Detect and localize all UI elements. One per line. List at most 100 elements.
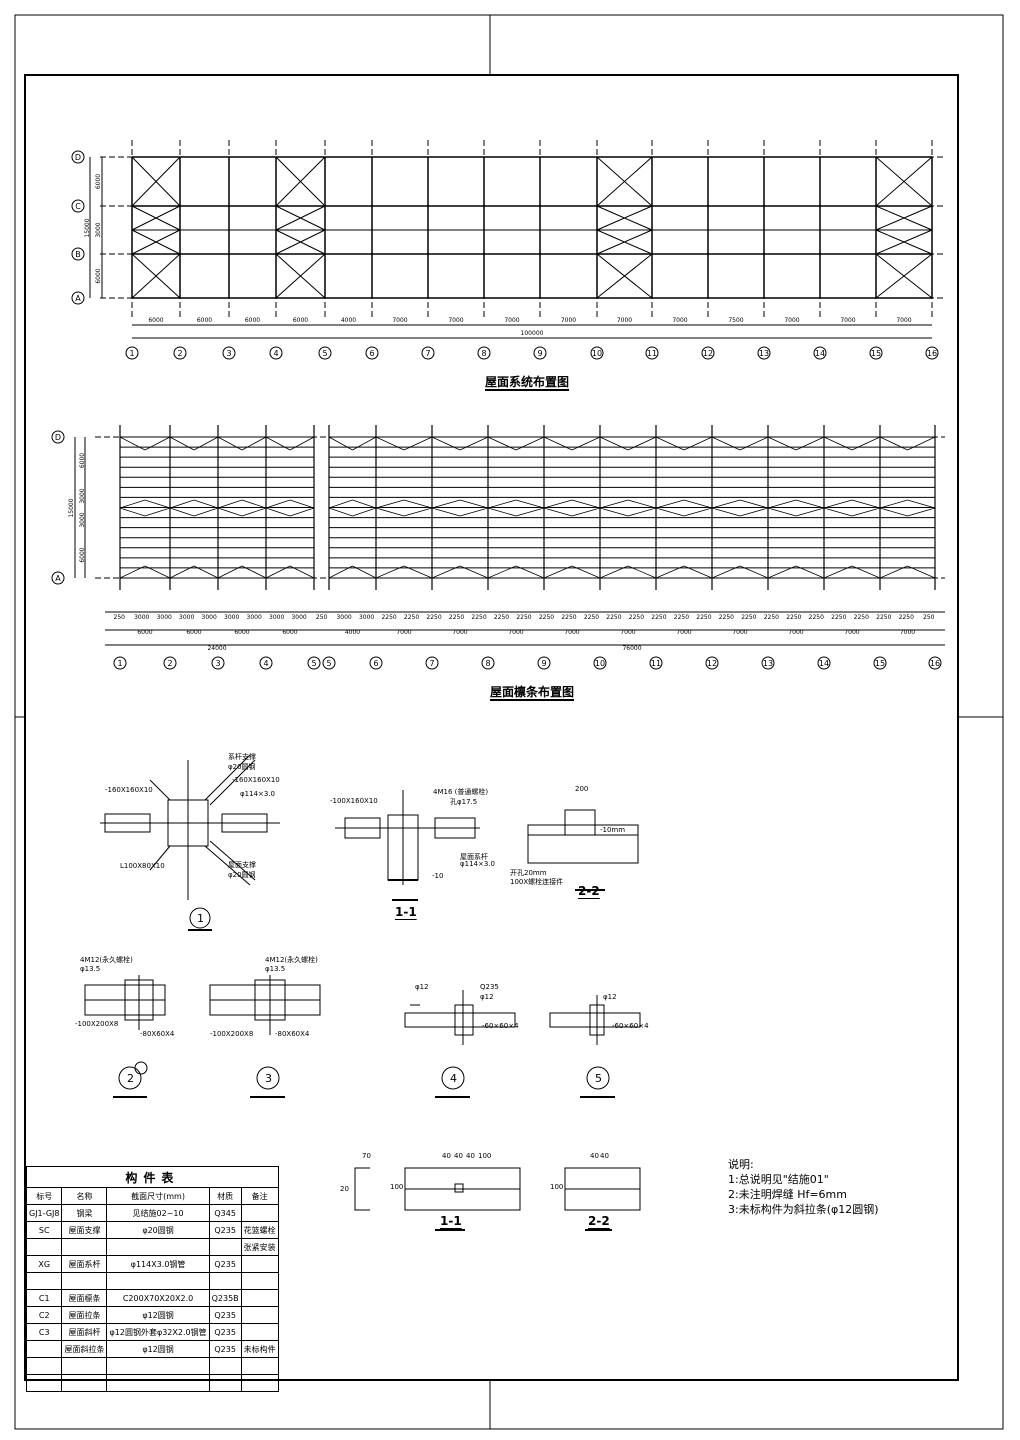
bay-dimension: 7000 — [508, 629, 523, 636]
drawing-line — [879, 565, 908, 579]
drawing-line — [655, 499, 685, 509]
drawing-line — [655, 436, 685, 451]
drawing-line — [795, 436, 825, 451]
col-axis-bubble — [365, 346, 379, 360]
col-dimension: 7000 — [896, 317, 911, 324]
bay-dimension: 6000 — [137, 629, 152, 636]
purlin-spacing: 2250 — [741, 614, 756, 621]
col-axis-bubble — [593, 656, 607, 670]
detail-4-note: -60×60×4 — [482, 1022, 519, 1030]
drawing-line — [739, 565, 769, 579]
drawing-line — [217, 507, 243, 517]
table-cell — [61, 1238, 108, 1256]
drawing-line — [119, 507, 146, 517]
row-dimension: 3000 — [95, 222, 102, 237]
drawing-line — [375, 565, 405, 579]
table-cell: φ114X3.0钢管 — [106, 1255, 210, 1273]
bay-dimension: 6000 — [186, 629, 201, 636]
detail-3-mark: 3 — [265, 1072, 272, 1085]
purlin-spacing: 2250 — [831, 614, 846, 621]
purlin-spacing: 3000 — [202, 614, 217, 621]
table-cell — [240, 1357, 279, 1375]
table-cell — [240, 1272, 279, 1290]
table-cell — [25, 1357, 63, 1375]
drawing-line — [459, 565, 489, 579]
col-axis-bubble: 8 — [481, 349, 486, 358]
drawing-line — [711, 565, 741, 579]
row-dimension: 6000 — [95, 174, 102, 189]
drawing-line — [275, 156, 326, 207]
row-axis-bubble: B — [75, 250, 81, 259]
purlin-dim: 70 — [362, 1152, 371, 1160]
table-cell: φ12圆钢 — [106, 1340, 210, 1358]
section-1-1-note: -100X160X10 — [330, 797, 378, 805]
drawing-line — [823, 499, 853, 509]
drawing-line — [515, 565, 545, 579]
detail-3-note: 4M12(永久螺栓) — [265, 956, 318, 964]
detail-2-note: 4M12(永久螺栓) — [80, 956, 133, 964]
col-axis-bubble — [113, 656, 127, 670]
drawing-line — [879, 499, 908, 509]
table-cell: C200X70X20X2.0 — [106, 1289, 210, 1307]
row-axis-bubble — [71, 199, 85, 213]
drawing-line — [375, 507, 405, 517]
member-table-title: 构件表 — [26, 1166, 279, 1188]
drawing-line — [627, 565, 657, 579]
col-axis-bubble — [645, 346, 659, 360]
drawing-line — [119, 565, 146, 579]
table-cell — [240, 1374, 279, 1392]
detail-1-note: φ20圆钢 — [228, 871, 256, 879]
drawing-line — [193, 436, 219, 451]
drawing-line — [875, 229, 933, 255]
drawing-line — [599, 565, 629, 579]
drawing-line — [879, 507, 908, 517]
bay-dimension: 4000 — [345, 629, 360, 636]
row-total-dimension: 15000 — [68, 498, 75, 517]
drawing-line — [851, 507, 881, 517]
purlin-dim: 40 — [454, 1152, 463, 1160]
col-axis-bubble — [421, 346, 435, 360]
section-2-2-drawing — [527, 809, 639, 891]
drawing-line — [683, 565, 713, 579]
col-axis-bubble: 3 — [215, 659, 220, 668]
row-axis-bubble — [51, 430, 65, 444]
table-cell — [208, 1238, 242, 1256]
detail-4-note: φ12 — [480, 993, 494, 1001]
purlin-dim: 100 — [390, 1183, 404, 1191]
table-header-cell: 备注 — [240, 1187, 279, 1205]
detail-1-note: -160X160X10 — [232, 776, 280, 784]
col-axis-bubble — [817, 656, 831, 670]
table-cell — [25, 1238, 63, 1256]
drawing-line — [241, 436, 267, 451]
bay-dimension: 7000 — [676, 629, 691, 636]
col-axis-bubble — [928, 656, 942, 670]
drawing-line — [543, 436, 573, 451]
col-dimension: 7000 — [840, 317, 855, 324]
drawing-line — [352, 565, 377, 579]
drawing-line — [571, 565, 601, 579]
drawing-line — [193, 499, 219, 509]
col-axis-bubble — [649, 656, 663, 670]
table-row: 张紧安装 — [25, 1238, 279, 1256]
drawing-line — [144, 499, 171, 509]
drawing-line — [403, 507, 433, 517]
member-table-header: 标号 名称 截面尺寸(mm) 材质 备注 — [25, 1187, 279, 1205]
col-axis-bubble — [481, 656, 495, 670]
section-1-1-note: 4M16 (普通螺栓) — [433, 788, 489, 796]
drawing-line — [275, 253, 326, 299]
drawing-line — [543, 499, 573, 509]
row-dimension: 6000 — [79, 547, 86, 562]
row-dimension: 3000 — [79, 488, 86, 503]
notes-item: 3:未标构件为斜拉条(φ12圆钢) — [728, 1203, 879, 1216]
row-dimension: 3000 — [79, 512, 86, 527]
drawing-line — [131, 205, 181, 231]
detail-2-note: -80X60X4 — [140, 1030, 175, 1038]
col-axis-bubble: 15 — [871, 349, 881, 358]
table-cell — [240, 1306, 279, 1324]
row-axis-bubble: C — [75, 202, 81, 211]
connection-details — [84, 754, 641, 1231]
purlin-spacing: 3000 — [336, 614, 351, 621]
row-axis-bubble — [71, 150, 85, 164]
purlin-dim: 100 — [478, 1152, 492, 1160]
